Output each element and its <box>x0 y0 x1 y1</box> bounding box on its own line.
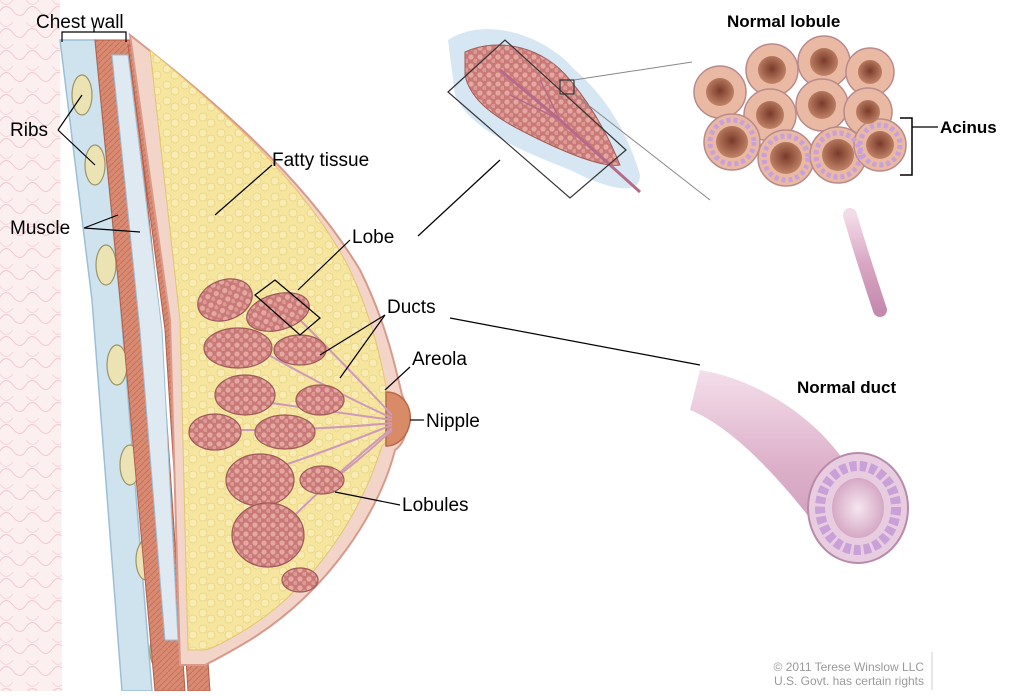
chest-tissue <box>0 0 62 691</box>
lobe-inset <box>448 29 640 198</box>
label-acinus: Acinus <box>940 118 997 138</box>
label-ducts: Ducts <box>387 297 436 319</box>
label-muscle: Muscle <box>10 218 70 240</box>
label-fatty-tissue: Fatty tissue <box>272 150 369 172</box>
copyright-notice: © 2011 Terese Winslow LLC U.S. Govt. has… <box>700 660 924 688</box>
label-normal-duct: Normal duct <box>797 378 896 398</box>
label-chest-wall: Chest wall <box>36 12 124 34</box>
copyright-line-2: U.S. Govt. has certain rights <box>700 674 924 688</box>
label-normal-lobule: Normal lobule <box>727 12 840 32</box>
label-nipple: Nipple <box>426 411 480 433</box>
copyright-line-1: © 2011 Terese Winslow LLC <box>700 660 924 674</box>
label-ribs: Ribs <box>10 120 48 142</box>
label-lobules: Lobules <box>402 495 469 517</box>
label-areola: Areola <box>412 349 467 371</box>
duct-inset <box>690 370 908 563</box>
label-lobe: Lobe <box>352 227 394 249</box>
